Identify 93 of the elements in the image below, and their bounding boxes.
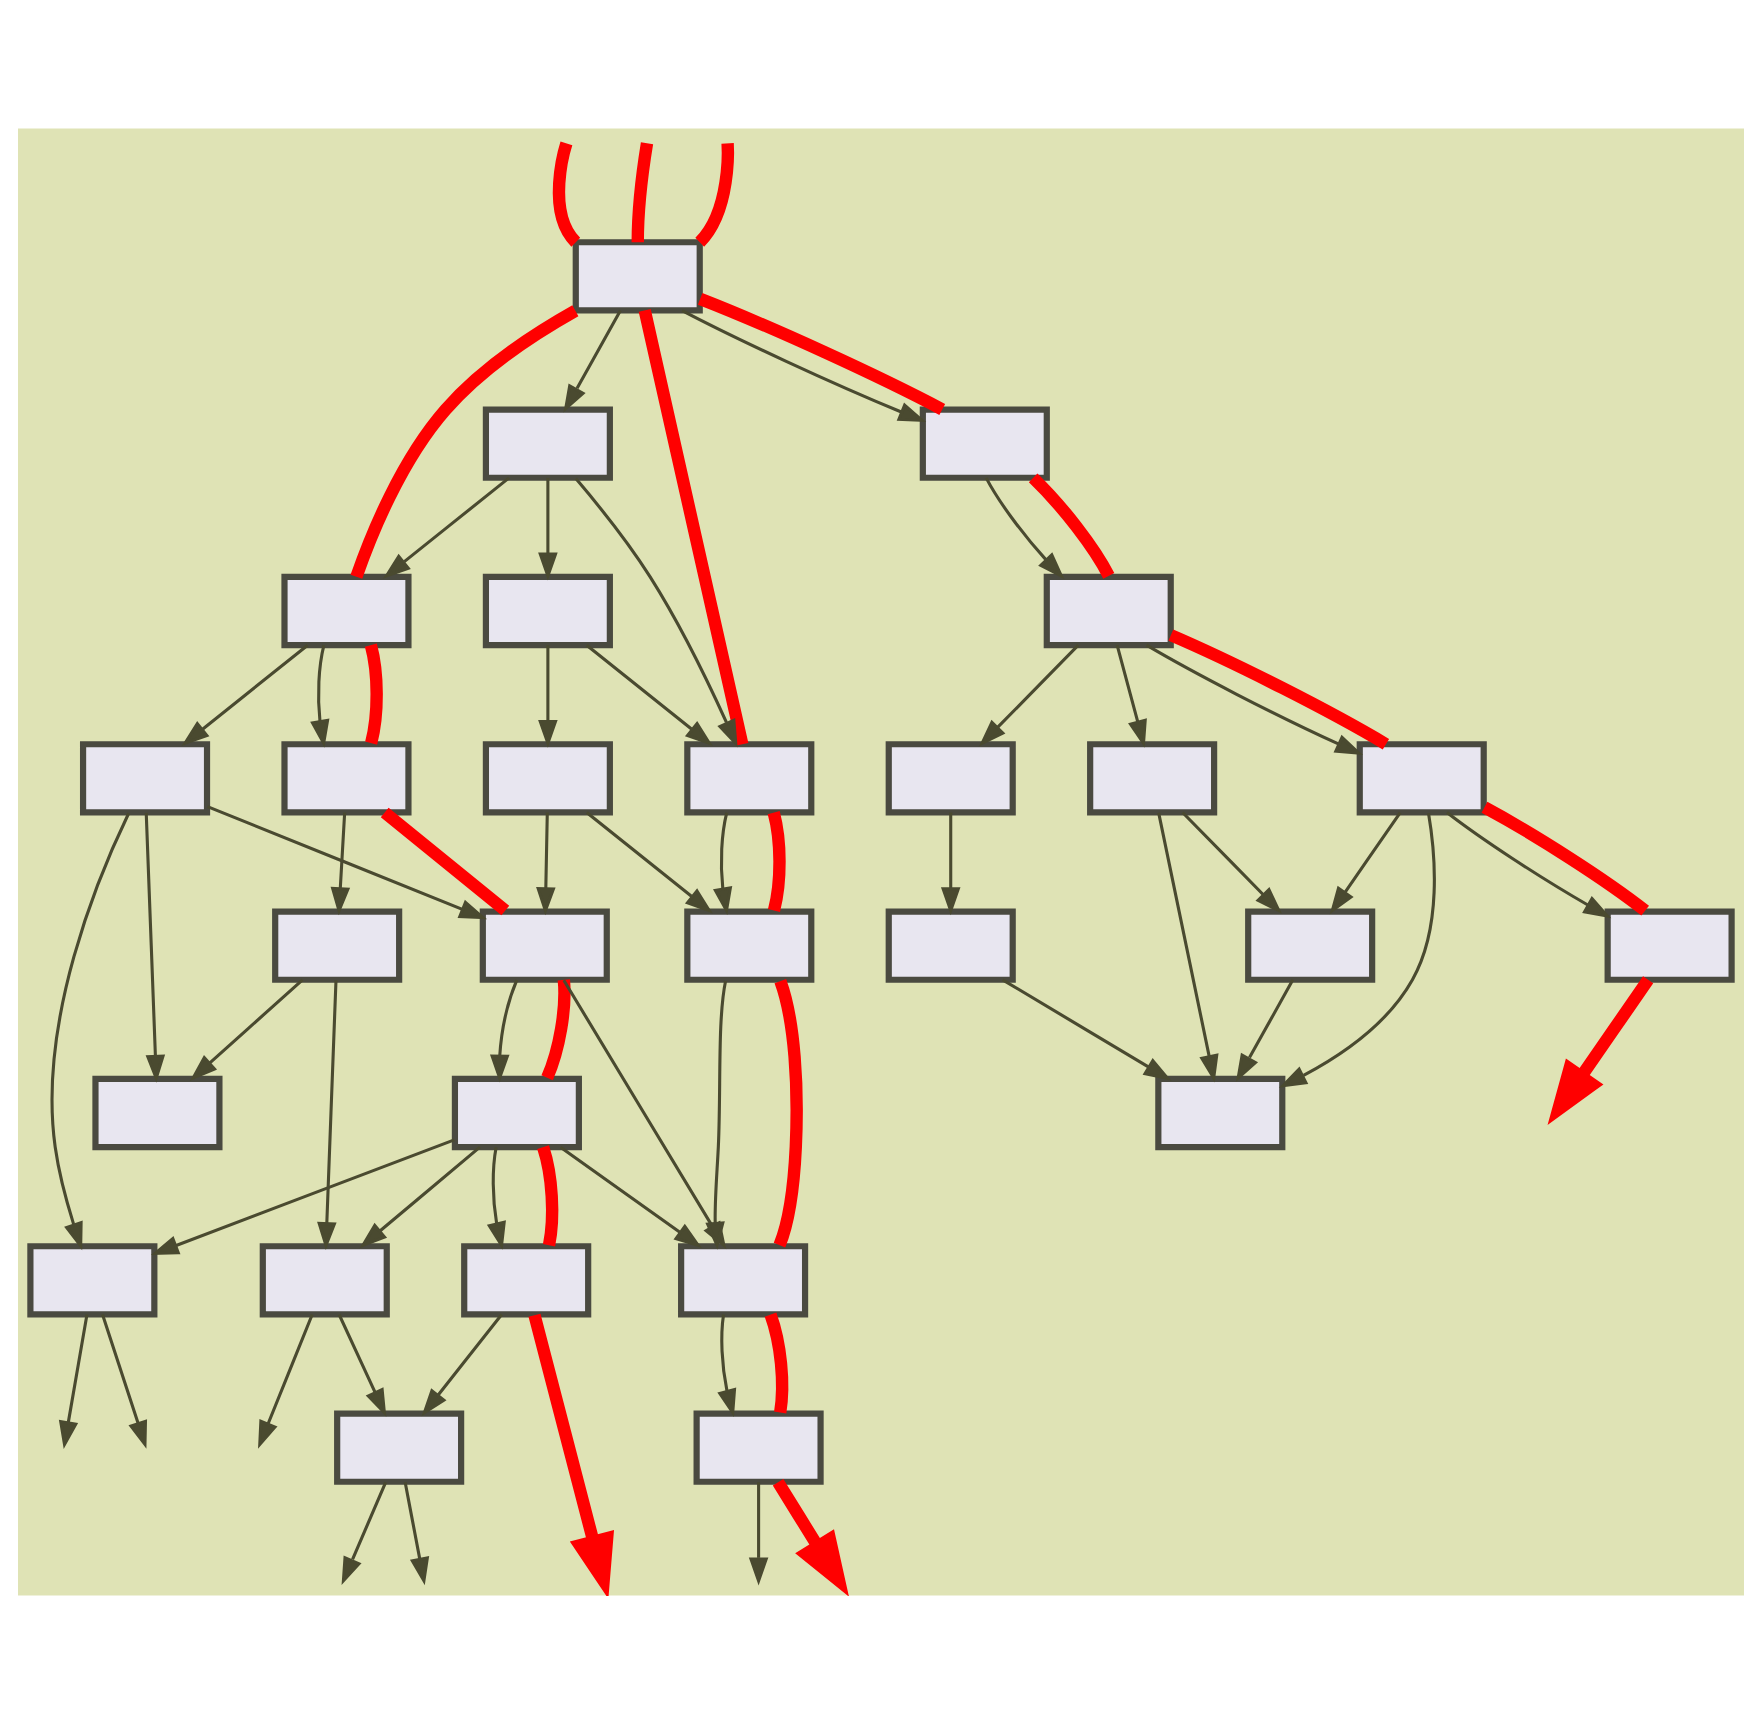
arrow [49, 811, 130, 1250]
connector [694, 142, 733, 246]
node-box [333, 1409, 464, 1484]
arrow [381, 475, 510, 578]
arrow [716, 1313, 736, 1417]
arrow [336, 1312, 386, 1416]
node-box [692, 1409, 823, 1484]
arrow [535, 811, 555, 915]
arrow [939, 811, 960, 915]
arrow [488, 978, 518, 1082]
node-box [271, 907, 402, 982]
connector [536, 1144, 558, 1246]
arrow [1328, 810, 1401, 914]
arrow [561, 978, 726, 1249]
connector [1167, 628, 1389, 749]
arrow [420, 1312, 502, 1416]
arrow [977, 643, 1079, 746]
arrow [57, 1313, 88, 1448]
connector [766, 810, 785, 911]
arrow [1000, 977, 1171, 1080]
arrow [1277, 812, 1435, 1087]
node-box [1603, 907, 1734, 982]
node-box [1086, 740, 1217, 815]
connector [540, 978, 570, 1080]
node-box [1355, 740, 1486, 815]
arrow [100, 1313, 147, 1448]
connector [551, 140, 580, 246]
arrow [340, 1480, 387, 1585]
arrow [485, 1145, 505, 1249]
node-box [1154, 1074, 1285, 1150]
arrow [149, 1137, 454, 1255]
node-box [918, 405, 1049, 480]
arrow [1234, 978, 1294, 1081]
node-box [683, 907, 814, 982]
arrow [704, 979, 727, 1249]
node-box [884, 740, 1015, 815]
arrow [562, 308, 621, 412]
arrow [537, 476, 557, 580]
arrow [584, 810, 712, 913]
arrow [257, 1312, 313, 1448]
arrow [329, 811, 350, 915]
node-box [677, 1242, 808, 1317]
node-box [481, 740, 612, 815]
arrow [680, 308, 926, 422]
arrow [358, 1145, 480, 1248]
arrow [771, 1478, 848, 1595]
arrow [1546, 975, 1653, 1125]
connector [1027, 472, 1114, 578]
node-box [1042, 572, 1173, 648]
arrow [1114, 643, 1146, 747]
node-box [26, 1242, 157, 1317]
connector [1480, 800, 1648, 915]
node-box [571, 238, 702, 313]
node-box [280, 740, 411, 815]
connector [696, 292, 945, 414]
connector [763, 1311, 788, 1413]
arrow [180, 642, 308, 746]
arrow [1180, 810, 1281, 913]
arrow [584, 642, 712, 746]
connector [637, 308, 748, 745]
node-box [478, 907, 609, 982]
arrow [537, 644, 557, 747]
arrow [983, 476, 1064, 579]
arrow [205, 804, 487, 919]
node-box [258, 1242, 389, 1317]
node-box [78, 740, 210, 815]
arrow [1445, 810, 1611, 918]
node-box [481, 572, 612, 648]
arrow [188, 977, 303, 1080]
connector [363, 642, 382, 744]
arrow [309, 643, 329, 747]
arrow [747, 1481, 768, 1585]
connector [349, 304, 578, 578]
node-box [481, 405, 612, 480]
arrow [1144, 642, 1362, 754]
connector [772, 978, 802, 1247]
arrow [527, 1312, 613, 1595]
node-box [683, 740, 814, 815]
arrow [143, 811, 165, 1082]
connector [630, 141, 653, 242]
connector [379, 806, 509, 915]
node-box [280, 572, 411, 648]
node-box [1244, 907, 1375, 982]
arrow [316, 979, 337, 1250]
node-box [460, 1242, 591, 1317]
node-box [884, 907, 1015, 982]
arrow [712, 811, 732, 915]
arrow [573, 476, 737, 747]
arrow [1156, 811, 1218, 1082]
arrow [402, 1481, 429, 1585]
node-box [450, 1074, 581, 1150]
arrow [558, 1144, 701, 1247]
node-box [91, 1074, 222, 1150]
